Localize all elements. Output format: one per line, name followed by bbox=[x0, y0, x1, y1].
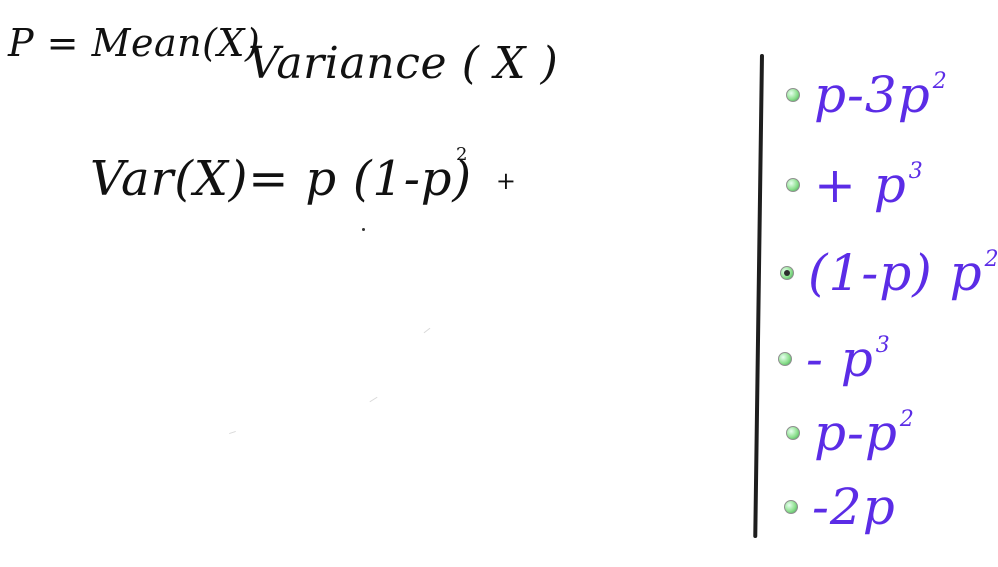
ink-mark bbox=[229, 430, 236, 435]
ink-mark bbox=[423, 327, 431, 334]
radio-button-icon[interactable] bbox=[786, 426, 800, 440]
answer-option-2-text: + p bbox=[814, 156, 907, 214]
ink-dot bbox=[362, 228, 365, 231]
answer-option-2-label: + p3 bbox=[814, 160, 924, 210]
equation-tail: + bbox=[495, 167, 517, 195]
answer-option-4[interactable]: - p3 bbox=[778, 334, 891, 384]
answer-divider bbox=[753, 53, 764, 538]
answer-option-5[interactable]: p-p2 bbox=[786, 408, 915, 458]
radio-button-icon[interactable] bbox=[780, 266, 794, 280]
radio-button-icon[interactable] bbox=[778, 352, 792, 366]
answer-option-1-superscript: 2 bbox=[932, 69, 948, 94]
answer-option-6[interactable]: -2p bbox=[784, 482, 898, 532]
answer-option-2-superscript: 3 bbox=[908, 159, 924, 184]
ink-mark bbox=[369, 396, 378, 403]
answer-option-4-text: - p bbox=[806, 330, 874, 388]
answer-option-1-label: p-3p2 bbox=[814, 70, 948, 120]
answer-option-3-label: (1-p) p2 bbox=[808, 248, 998, 298]
answer-option-5-superscript: 2 bbox=[899, 407, 915, 432]
answer-option-4-label: - p3 bbox=[806, 334, 891, 384]
variance-equation: Var(X)= p (1-p) + bbox=[90, 155, 517, 203]
answer-option-3-text: (1-p) p bbox=[808, 244, 983, 302]
answer-option-1[interactable]: p-3p2 bbox=[786, 70, 948, 120]
answer-option-6-text: -2p bbox=[812, 478, 896, 536]
answer-option-3[interactable]: (1-p) p2 bbox=[780, 248, 998, 298]
radio-button-icon[interactable] bbox=[784, 500, 798, 514]
answer-option-5-text: p-p bbox=[814, 404, 898, 462]
answer-option-6-label: -2p bbox=[812, 482, 898, 532]
answer-option-1-text: p-3p bbox=[814, 66, 931, 124]
answer-option-3-superscript: 2 bbox=[985, 247, 998, 272]
radio-button-icon[interactable] bbox=[786, 88, 800, 102]
equation-superscript: 2 bbox=[456, 144, 468, 165]
mean-note: P = Mean(X) bbox=[8, 21, 261, 65]
variance-note: Variance ( X ) bbox=[248, 38, 559, 89]
answer-option-2[interactable]: + p3 bbox=[786, 160, 924, 210]
radio-button-icon[interactable] bbox=[786, 178, 800, 192]
answer-option-4-superscript: 3 bbox=[875, 333, 891, 358]
equation-main: Var(X)= p (1-p) bbox=[90, 151, 472, 207]
answer-option-5-label: p-p2 bbox=[814, 408, 915, 458]
